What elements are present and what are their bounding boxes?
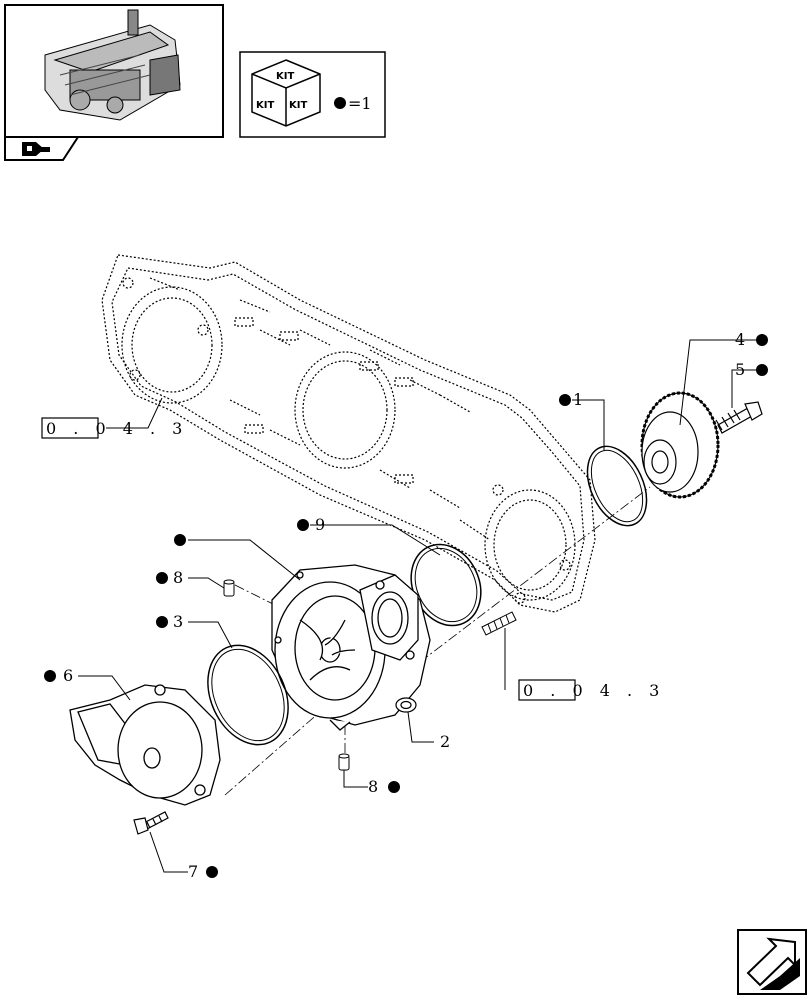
callout-6: 6	[63, 666, 73, 685]
kit-dot-icon	[559, 394, 571, 406]
o-ring-3-inner	[211, 648, 285, 742]
callout-1: 1	[573, 390, 583, 409]
return-arrow-icon	[22, 142, 50, 156]
gear-bolt	[715, 401, 763, 434]
callout-5: 5	[735, 360, 745, 379]
kit-left-label: KIT	[256, 100, 274, 111]
seal-ring-9-inner	[414, 547, 478, 623]
reference-gasket-label: 0 . 0 4 . 3	[46, 419, 188, 438]
kit-dot-icon	[388, 781, 400, 793]
kit-dot-icon	[756, 364, 768, 376]
kit-dot-icon	[174, 534, 186, 546]
kit-dot-icon	[206, 866, 218, 878]
pump-housing	[271, 564, 431, 731]
kit-dot-icon	[297, 519, 309, 531]
cover-bolt-7	[133, 811, 169, 835]
next-page-button[interactable]	[737, 929, 807, 995]
kit-dot-icon	[156, 572, 168, 584]
callout-2: 2	[440, 732, 450, 751]
callout-4: 4	[735, 330, 745, 349]
o-ring-3	[207, 644, 289, 746]
kit-dot-icon	[156, 616, 168, 628]
kit-legend: KIT KIT KIT =1	[239, 51, 386, 138]
next-page-arrow-icon	[746, 937, 800, 990]
callouts: 1 2 3 4 5 6 7 8 8 9	[44, 330, 768, 881]
kit-dot-icon	[756, 334, 768, 346]
drive-gear	[640, 391, 720, 499]
reference-gasket[interactable]: 0 . 0 4 . 3	[41, 417, 188, 439]
engine-thumbnail[interactable]	[4, 4, 224, 138]
callout-9: 9	[315, 515, 325, 534]
plug-2	[395, 697, 417, 713]
kit-dot-icon	[334, 97, 346, 109]
kit-right-label: KIT	[289, 100, 307, 111]
gasket	[101, 254, 596, 613]
dowel-8-upper	[223, 579, 235, 597]
reference-stud[interactable]: 0 . 0 4 . 3	[518, 679, 665, 701]
kit-top-label: KIT	[276, 71, 294, 82]
dowel-8-lower	[338, 753, 350, 771]
pump-cover-6	[69, 684, 221, 806]
reference-stud-label: 0 . 0 4 . 3	[523, 681, 665, 700]
engine-thumbnail-icon	[44, 9, 181, 121]
stud	[481, 611, 517, 636]
o-ring-1-inner	[590, 449, 644, 523]
callout-8b: 8	[368, 777, 378, 796]
callout-7: 7	[188, 862, 198, 881]
kit-cube-icon: KIT KIT KIT	[251, 59, 321, 127]
kit-equals-label: =1	[348, 94, 372, 113]
return-arrow-button[interactable]	[4, 136, 80, 161]
callout-8a: 8	[173, 568, 183, 587]
o-ring-1	[586, 445, 648, 527]
leader-lines	[78, 339, 756, 873]
callout-3: 3	[173, 612, 183, 631]
kit-dot-icon	[44, 670, 56, 682]
